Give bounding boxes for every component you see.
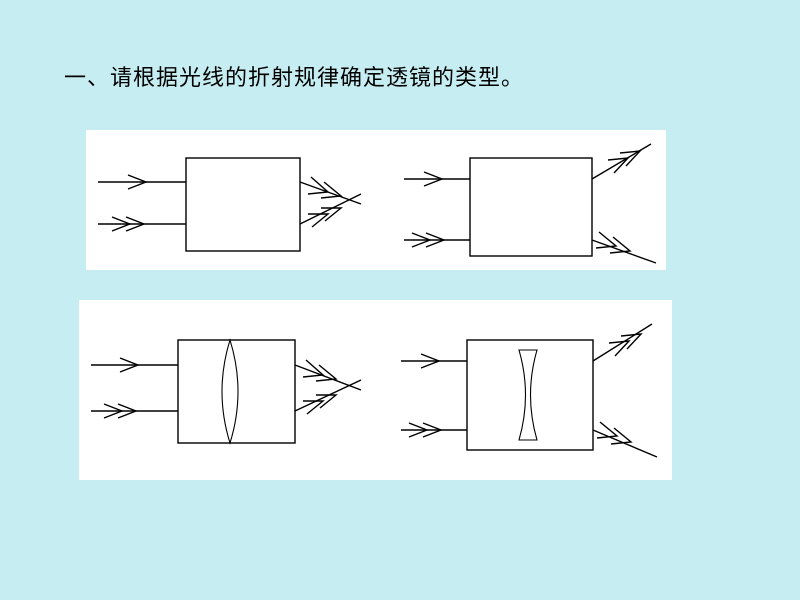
concave-lens: [518, 349, 538, 441]
lens-box-top-left: [185, 157, 301, 252]
question-title: 一、请根据光线的折射规律确定透镜的类型。: [64, 66, 525, 91]
refracted-ray-upper: [591, 143, 652, 180]
refracted-ray-lower: [299, 193, 362, 225]
top-diagram-panel: [86, 130, 666, 270]
diagram-top-left: [98, 157, 362, 252]
diagram-bottom-right: [401, 323, 658, 458]
lens-box-bottom-right: [466, 339, 594, 451]
refracted-ray-upper: [592, 323, 653, 362]
lens-box-top-right: [469, 157, 593, 257]
bottom-diagrams-svg: [91, 323, 658, 458]
bottom-diagram-panel: [79, 300, 672, 480]
diagram-bottom-left: [91, 338, 362, 445]
top-diagrams-svg: [98, 143, 657, 264]
lens-box-bottom-left: [177, 339, 296, 444]
convex-lens: [221, 338, 239, 445]
refracted-ray-lower: [592, 429, 658, 458]
diagram-top-right: [404, 143, 657, 264]
refracted-ray-upper: [299, 181, 362, 205]
